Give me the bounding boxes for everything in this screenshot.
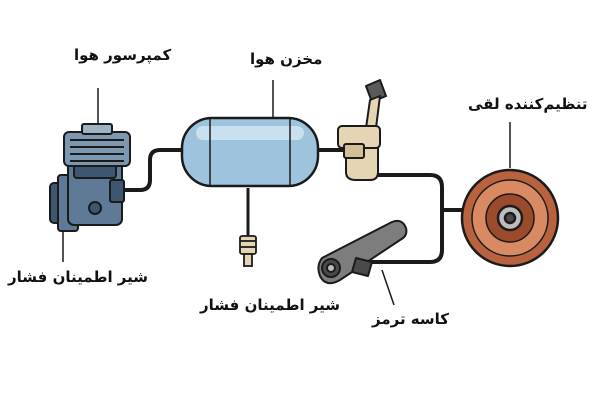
leader-lines [62, 80, 511, 306]
air-compressor-icon [49, 123, 131, 232]
foot-brake-valve-icon [337, 79, 387, 181]
pipe-compressor-to-tank [120, 148, 184, 192]
pipe-to-brake-chamber [370, 208, 444, 264]
air-tank-icon [180, 116, 320, 188]
pipe-valve-to-drum [376, 173, 468, 212]
label-compressor: کمپرسور هوا [74, 46, 172, 64]
safety-valve-icon [239, 235, 257, 267]
pipes [120, 148, 468, 264]
label-adjuster: تنظیم‌کننده لقی [468, 95, 588, 113]
label-brake-chamber: کاسه ترمز [372, 310, 450, 328]
slack-lever-icon [317, 219, 408, 285]
leader-brake-chamber [381, 269, 395, 306]
label-valve-left: شیر اطمینان فشار [8, 268, 149, 286]
brake-drum-icon [460, 168, 560, 268]
label-tank: مخزن هوا [250, 50, 323, 68]
label-valve-center: شیر اطمینان فشار [200, 296, 341, 314]
